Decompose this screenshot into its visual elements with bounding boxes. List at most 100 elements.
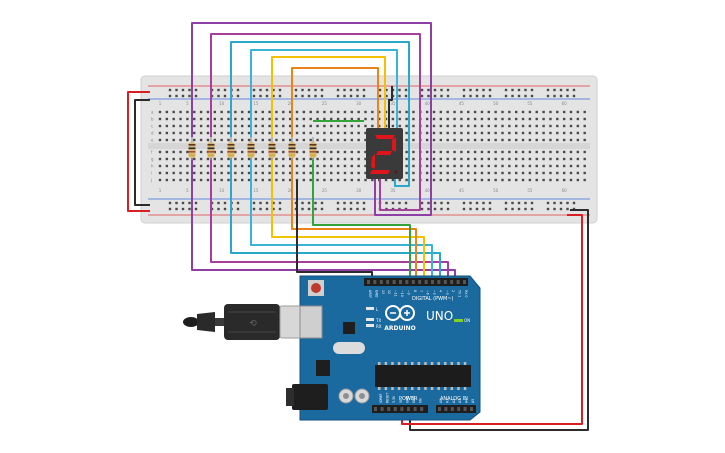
- header-pin: [457, 407, 461, 411]
- column-number: 10: [219, 188, 225, 193]
- breadboard-hole: [268, 178, 271, 182]
- column-number: 60: [562, 188, 568, 193]
- breadboard-hole: [487, 157, 490, 161]
- rail-hole: [278, 88, 282, 92]
- rail-hole: [504, 88, 508, 92]
- breadboard-hole: [186, 117, 189, 121]
- breadboard-hole: [179, 110, 182, 114]
- breadboard-hole: [302, 131, 306, 135]
- breadboard-hole: [247, 110, 251, 114]
- breadboard-hole: [330, 138, 333, 142]
- breadboard-hole: [213, 117, 216, 121]
- breadboard-hole: [439, 131, 443, 135]
- breadboard-hole: [350, 110, 353, 114]
- breadboard-hole: [186, 157, 189, 161]
- breadboard-hole: [199, 110, 203, 114]
- breadboard-hole: [316, 171, 319, 175]
- rail-hole: [252, 94, 256, 98]
- breadboard-hole: [535, 124, 538, 128]
- column-number: 5: [186, 101, 189, 106]
- breadboard-hole: [535, 117, 538, 121]
- rail-hole: [356, 207, 359, 211]
- digital-pin-label: 13: [381, 290, 385, 294]
- breadboard-hole: [576, 171, 580, 175]
- column-number: 40: [425, 101, 431, 106]
- breadboard-hole: [343, 164, 347, 168]
- column-number: 20: [288, 101, 294, 106]
- rail-hole: [385, 94, 388, 98]
- breadboard-hole: [501, 178, 504, 182]
- rail-hole: [265, 207, 269, 211]
- rail-hole: [217, 94, 220, 98]
- breadboard-hole: [439, 171, 443, 175]
- wire-yellow-down: [271, 158, 425, 284]
- breadboard-hole: [473, 150, 477, 154]
- breadboard-hole: [254, 164, 258, 168]
- breadboard-hole: [494, 138, 497, 142]
- breadboard-hole: [288, 124, 292, 128]
- rail-hole: [188, 88, 191, 92]
- breadboard-hole: [357, 150, 360, 154]
- breadboard-hole: [179, 157, 182, 161]
- rail-hole: [420, 88, 424, 92]
- rail-hole: [188, 207, 191, 211]
- breadboard-hole: [405, 117, 408, 121]
- rail-hole: [475, 88, 479, 92]
- breadboard-hole: [282, 131, 285, 135]
- breadboard-hole: [425, 171, 429, 175]
- rail-hole: [301, 88, 304, 92]
- breadboard-hole: [302, 117, 306, 121]
- breadboard-hole: [508, 178, 511, 182]
- rail-hole: [265, 88, 269, 92]
- breadboard-hole: [350, 171, 353, 175]
- breadboard-hole: [350, 117, 353, 121]
- rail-hole: [511, 207, 514, 211]
- rail-hole: [553, 94, 556, 98]
- breadboard-hole: [583, 131, 586, 135]
- breadboard-hole: [364, 131, 367, 135]
- rail-hole: [482, 94, 485, 98]
- breadboard-hole: [405, 178, 408, 182]
- breadboard-hole: [439, 157, 443, 161]
- rail-hole: [420, 201, 424, 205]
- breadboard-hole: [309, 131, 312, 135]
- breadboard-hole: [165, 171, 169, 175]
- breadboard-hole: [330, 157, 333, 161]
- breadboard-hole: [446, 164, 449, 168]
- breadboard-hole: [241, 164, 244, 168]
- breadboard-hole: [158, 117, 162, 121]
- header-pin: [380, 407, 384, 411]
- breadboard-hole: [309, 124, 312, 128]
- breadboard-hole: [425, 124, 429, 128]
- breadboard-hole: [199, 131, 203, 135]
- breadboard-hole: [241, 131, 244, 135]
- header-pin: [450, 280, 454, 284]
- breadboard-hole: [323, 157, 326, 161]
- wire-orange-down: [291, 158, 417, 284]
- breadboard-hole: [378, 110, 381, 114]
- breadboard-hole: [302, 171, 306, 175]
- breadboard-hole: [480, 124, 484, 128]
- chip-leg: [424, 362, 427, 365]
- breadboard-hole: [350, 131, 353, 135]
- breadboard-hole: [254, 171, 258, 175]
- breadboard-hole: [268, 138, 271, 142]
- display-dp: [394, 170, 398, 174]
- breadboard-hole: [199, 171, 203, 175]
- breadboard-hole: [425, 150, 429, 154]
- display-segment: [371, 154, 375, 169]
- breadboard-hole: [241, 157, 244, 161]
- breadboard-hole: [316, 164, 319, 168]
- breadboard-hole: [336, 124, 340, 128]
- breadboard-hole: [295, 157, 299, 161]
- breadboard-hole: [316, 131, 319, 135]
- breadboard-hole: [542, 178, 545, 182]
- breadboard-hole: [336, 157, 340, 161]
- breadboard-hole: [227, 157, 230, 161]
- breadboard-hole: [165, 117, 169, 121]
- breadboard-hole: [467, 131, 470, 135]
- breadboard-hole: [206, 164, 210, 168]
- rail-hole: [362, 94, 366, 98]
- breadboard-hole: [172, 138, 175, 142]
- breadboard-hole: [473, 110, 477, 114]
